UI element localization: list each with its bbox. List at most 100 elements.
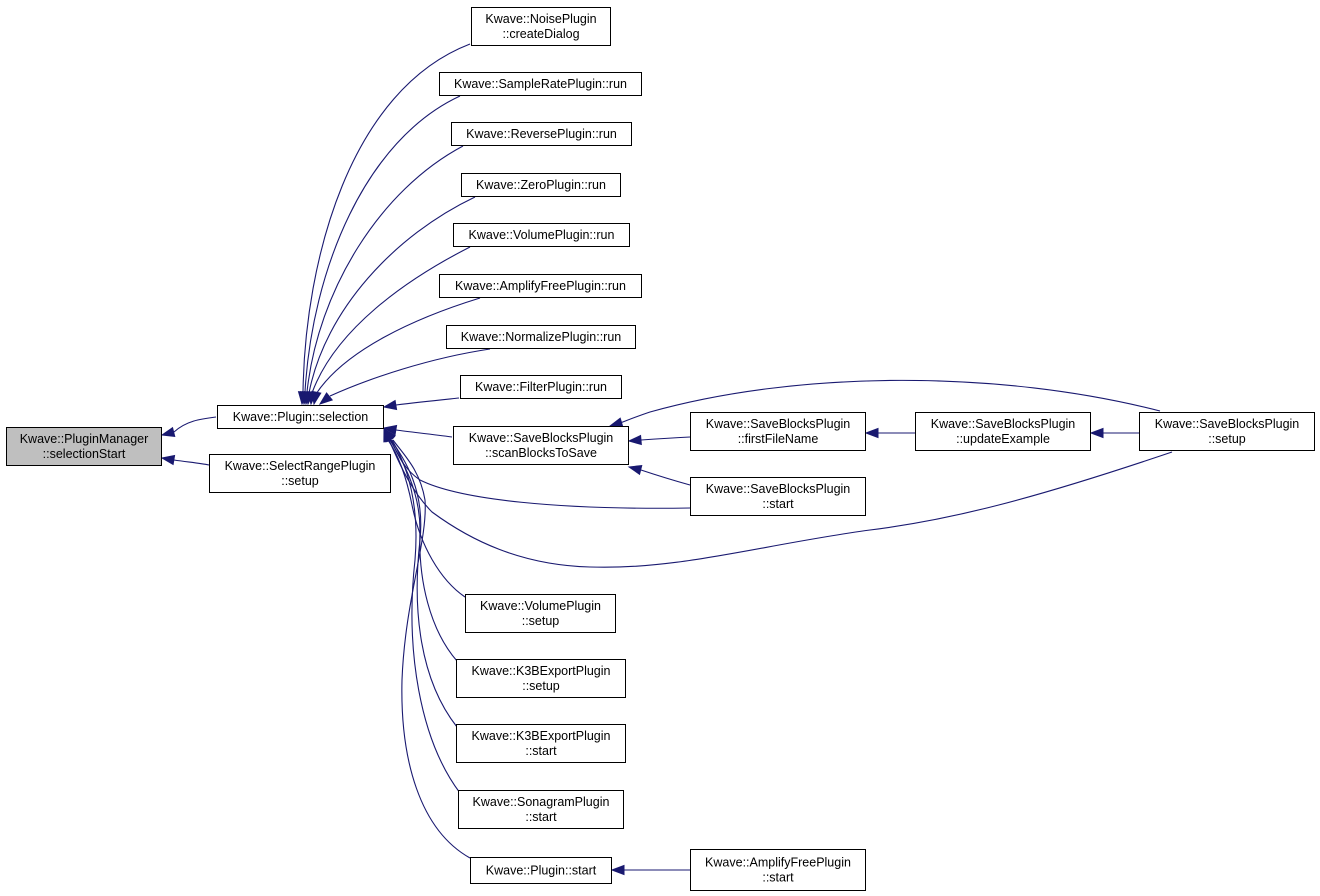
node-normalize_run[interactable]: Kwave::NormalizePlugin::run [446,325,636,349]
node-label-line: Kwave::SaveBlocksPlugin [931,417,1076,431]
edge-sonagram_start-to-plugin_selection [383,427,461,794]
edge-plugin_selection-to-pm_selectionStart [160,416,217,438]
node-saveblocks_scan[interactable]: Kwave::SaveBlocksPlugin::scanBlocksToSav… [453,426,629,465]
node-label-line: Kwave::VolumePlugin [480,599,601,613]
node-box [461,173,621,197]
node-box [439,274,642,298]
edge-saveblocks_updateExample-to-saveblocks_firstFileName [864,427,916,439]
node-volume_run[interactable]: Kwave::VolumePlugin::run [453,223,630,247]
edge-line [395,429,453,438]
arrowhead [1089,427,1104,439]
edge-line [302,43,471,393]
node-label-line: Kwave::Plugin::start [486,864,597,878]
node-box [471,7,611,46]
node-box [458,790,624,829]
arrowhead [627,464,643,476]
edge-noise_createDialog-to-plugin_selection [297,43,471,406]
node-label-line: Kwave::VolumePlugin::run [469,228,615,242]
node-label-line: ::updateExample [956,432,1050,446]
edge-line [640,436,691,441]
node-label-line: ::setup [522,679,560,693]
node-label-line: ::start [525,744,557,758]
node-label-line: ::scanBlocksToSave [485,446,597,460]
node-label-line: Kwave::Plugin::selection [233,410,369,424]
node-box [439,72,642,96]
edge-saveblocks_setup-to-saveblocks_updateExample [1089,427,1140,439]
edge-k3b_start-to-plugin_selection [383,427,458,728]
arrowhead [382,424,398,436]
node-box [456,659,626,698]
edge-line [640,469,691,486]
edge-amplifyfree_run-to-plugin_selection [311,297,481,406]
edge-line [392,439,471,859]
node-label-line: Kwave::K3BExportPlugin [472,729,611,743]
node-k3b_setup[interactable]: Kwave::K3BExportPlugin::setup [456,659,626,698]
edge-line [311,246,471,394]
node-label-line: ::start [762,497,794,511]
node-amplifyfree_start[interactable]: Kwave::AmplifyFreePlugin::start [690,849,866,891]
edge-line [389,439,458,662]
node-label-line: Kwave::SampleRatePlugin::run [454,77,627,91]
node-amplifyfree_run[interactable]: Kwave::AmplifyFreePlugin::run [439,274,642,298]
node-box [217,405,384,429]
node-box [690,412,866,451]
edge-line [173,416,217,433]
edge-saveblocks_start-to-saveblocks_scan [627,464,691,486]
node-samplerate_run[interactable]: Kwave::SampleRatePlugin::run [439,72,642,96]
node-box [1139,412,1315,451]
node-reverse_run[interactable]: Kwave::ReversePlugin::run [451,122,632,146]
node-plugin_selection[interactable]: Kwave::Plugin::selection [217,405,384,429]
edge-line [315,297,481,395]
node-label-line: Kwave::PluginManager [20,432,149,446]
node-label-line: Kwave::SaveBlocksPlugin [706,482,851,496]
node-label-line: Kwave::NoisePlugin [485,12,596,26]
node-box [209,454,391,493]
edge-line [391,439,461,794]
node-sonagram_start[interactable]: Kwave::SonagramPlugin::start [458,790,624,829]
node-label-line: Kwave::ZeroPlugin::run [476,178,606,192]
node-k3b_start[interactable]: Kwave::K3BExportPlugin::start [456,724,626,763]
node-label-line: Kwave::FilterPlugin::run [475,380,607,394]
node-zero_run[interactable]: Kwave::ZeroPlugin::run [461,173,621,197]
node-filter_run[interactable]: Kwave::FilterPlugin::run [460,375,622,399]
node-box [451,122,632,146]
edge-selectrange_setup-to-pm_selectionStart [160,454,210,466]
edge-filter_run-to-plugin_selection [382,397,460,411]
edge-line [387,439,466,598]
node-box [690,849,866,891]
node-label-line: ::setup [1208,432,1246,446]
arrowhead [864,427,879,439]
edge-saveblocks_firstFileName-to-saveblocks_scan [627,434,691,446]
node-plugin_start[interactable]: Kwave::Plugin::start [470,857,612,884]
node-saveblocks_updateExample[interactable]: Kwave::SaveBlocksPlugin::updateExample [915,412,1091,451]
node-label-line: ::start [525,810,557,824]
node-saveblocks_setup[interactable]: Kwave::SaveBlocksPlugin::setup [1139,412,1315,451]
node-volume_setup[interactable]: Kwave::VolumePlugin::setup [465,594,616,633]
node-box [465,594,616,633]
node-label-line: Kwave::NormalizePlugin::run [461,330,622,344]
node-label-line: Kwave::SaveBlocksPlugin [1155,417,1300,431]
node-saveblocks_start[interactable]: Kwave::SaveBlocksPlugin::start [690,477,866,516]
edge-line [306,145,464,393]
node-saveblocks_firstFileName[interactable]: Kwave::SaveBlocksPlugin::firstFileName [690,412,866,451]
node-box [456,724,626,763]
arrowhead [160,454,176,466]
node-layer: Kwave::PluginManager::selectionStartKwav… [6,7,1315,891]
edge-line [173,459,210,466]
arrowhead [610,864,625,876]
node-box [690,477,866,516]
edge-reverse_run-to-plugin_selection [301,145,464,406]
edge-saveblocks_setup-to-saveblocks_scan [608,379,1161,428]
node-label-line: Kwave::SelectRangePlugin [225,459,376,473]
node-pm_selectionStart: Kwave::PluginManager::selectionStart [6,427,162,466]
edge-line [329,348,491,397]
node-label-line: Kwave::SaveBlocksPlugin [706,417,851,431]
arrowhead [318,392,334,405]
edge-volume_run-to-plugin_selection [306,246,471,406]
node-noise_createDialog[interactable]: Kwave::NoisePlugin::createDialog [471,7,611,46]
edge-line [308,196,476,394]
node-label-line: ::setup [522,614,560,628]
edge-line [390,439,458,728]
edge-normalize_run-to-plugin_selection [318,348,491,405]
node-selectrange_setup[interactable]: Kwave::SelectRangePlugin::setup [209,454,391,493]
